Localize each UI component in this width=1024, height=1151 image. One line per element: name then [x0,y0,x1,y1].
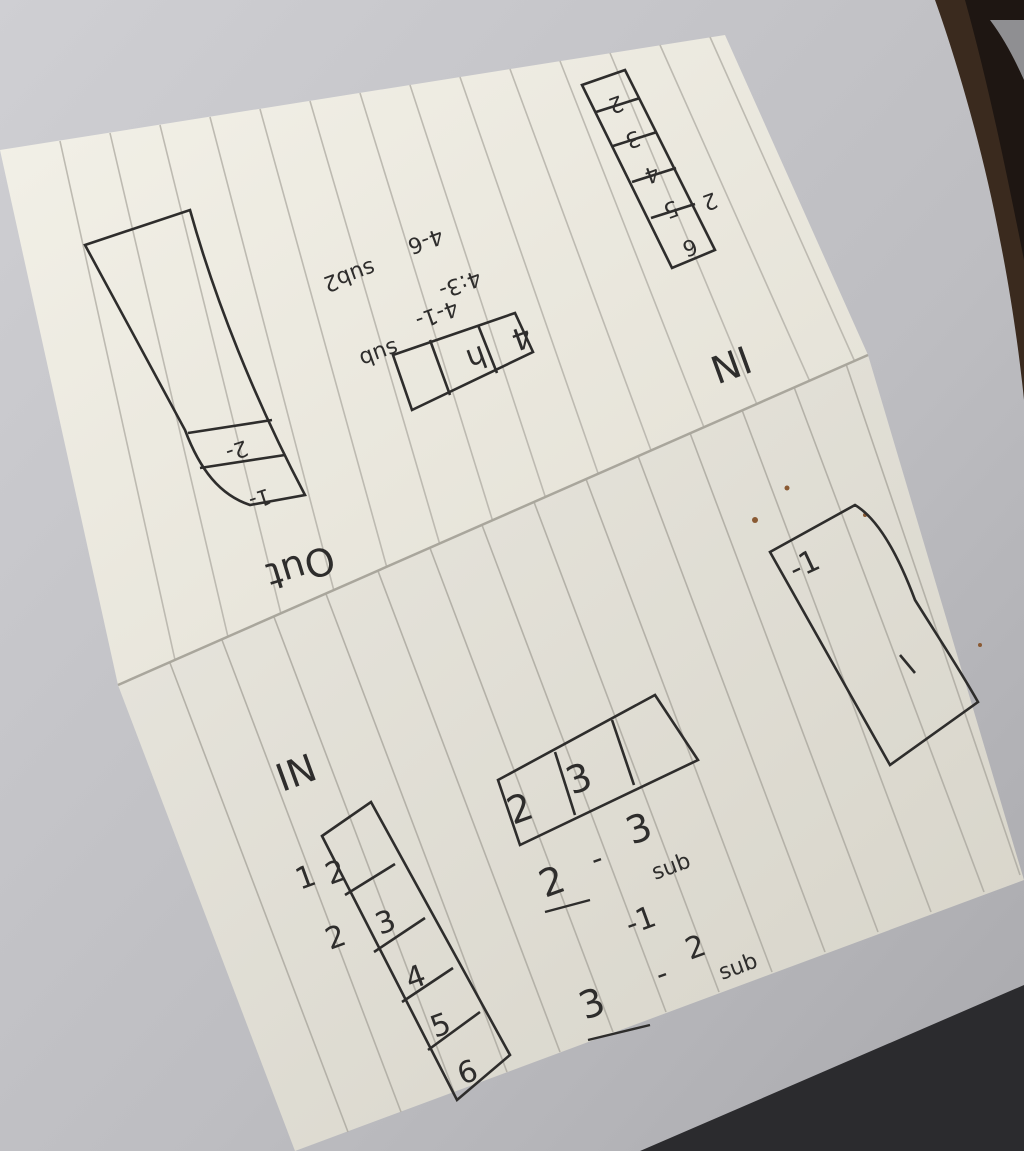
top-page-grid [391,311,535,412]
top-page-rotation [580,68,717,270]
bottom-page-court [768,503,980,767]
table-shadow [640,985,1024,1151]
notebook-bottom-page [117,353,1024,1151]
bottom-rotation-column [320,800,512,1103]
bottom-underlines [544,898,651,1042]
bowl [935,0,1024,400]
top-page-court [83,208,307,507]
bottom-page-grid [496,693,700,847]
notebook-top-page [0,35,868,685]
